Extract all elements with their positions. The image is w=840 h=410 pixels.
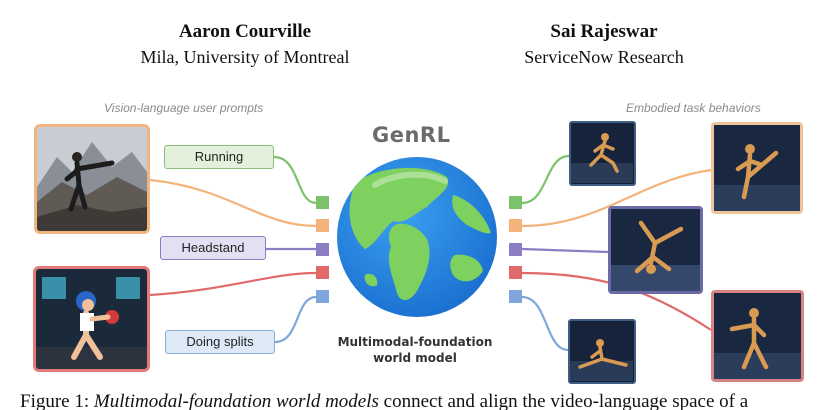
right-square-purple: [509, 243, 522, 256]
left-square-orange: [316, 219, 329, 232]
right-line-green: [521, 154, 570, 205]
model-title: GenRL: [372, 123, 451, 147]
prompt-running: Running: [164, 145, 274, 169]
agent-headstand-render: [608, 206, 703, 294]
right-line-orange: [521, 168, 712, 228]
model-caption-line-1: Multimodal-foundation: [337, 335, 493, 349]
right-line-purple: [521, 247, 609, 254]
left-square-red: [316, 266, 329, 279]
fighter-illustration: [33, 266, 150, 372]
prompt-doing-splits: Doing splits: [165, 330, 275, 354]
model-caption-line-2: world model: [373, 351, 457, 365]
caption-prefix: Figure 1:: [20, 391, 94, 410]
left-line-blue: [274, 295, 317, 344]
agent-splits-render: [568, 319, 636, 384]
left-square-green: [316, 196, 329, 209]
right-line-blue: [521, 295, 569, 352]
left-line-orange: [149, 178, 317, 228]
author-name: Aaron Courville: [178, 21, 312, 42]
agent-punch-render: [711, 290, 804, 382]
right-square-red: [509, 266, 522, 279]
model-caption: Multimodal-foundation world model: [335, 334, 495, 366]
author-block-1: Aaron Courville Mila, University of Mont…: [95, 20, 395, 70]
right-section-label: Embodied task behaviors: [626, 101, 761, 115]
caption-rest: connect and align the video-language spa…: [378, 391, 749, 410]
right-square-blue: [509, 290, 522, 303]
figure-caption: Figure 1: Multimodal-foundation world mo…: [20, 390, 840, 410]
author-name: Sai Rajeswar: [550, 21, 658, 42]
author-block-2: Sai Rajeswar ServiceNow Research: [454, 20, 754, 70]
left-section-label: Vision-language user prompts: [104, 101, 264, 115]
martial-arts-photo: [34, 124, 150, 234]
caption-emphasis: Multimodal-foundation world models: [93, 391, 379, 410]
left-square-purple: [316, 243, 329, 256]
left-line-green: [273, 155, 317, 205]
prompt-headstand: Headstand: [160, 236, 266, 260]
agent-running-render: [569, 121, 636, 186]
right-square-orange: [509, 219, 522, 232]
agent-kick-render: [711, 122, 803, 214]
right-square-green: [509, 196, 522, 209]
author-affiliation: ServiceNow Research: [524, 47, 684, 67]
left-line-red: [149, 271, 317, 297]
globe-icon: [337, 157, 497, 317]
left-square-blue: [316, 290, 329, 303]
author-affiliation: Mila, University of Montreal: [140, 47, 350, 67]
